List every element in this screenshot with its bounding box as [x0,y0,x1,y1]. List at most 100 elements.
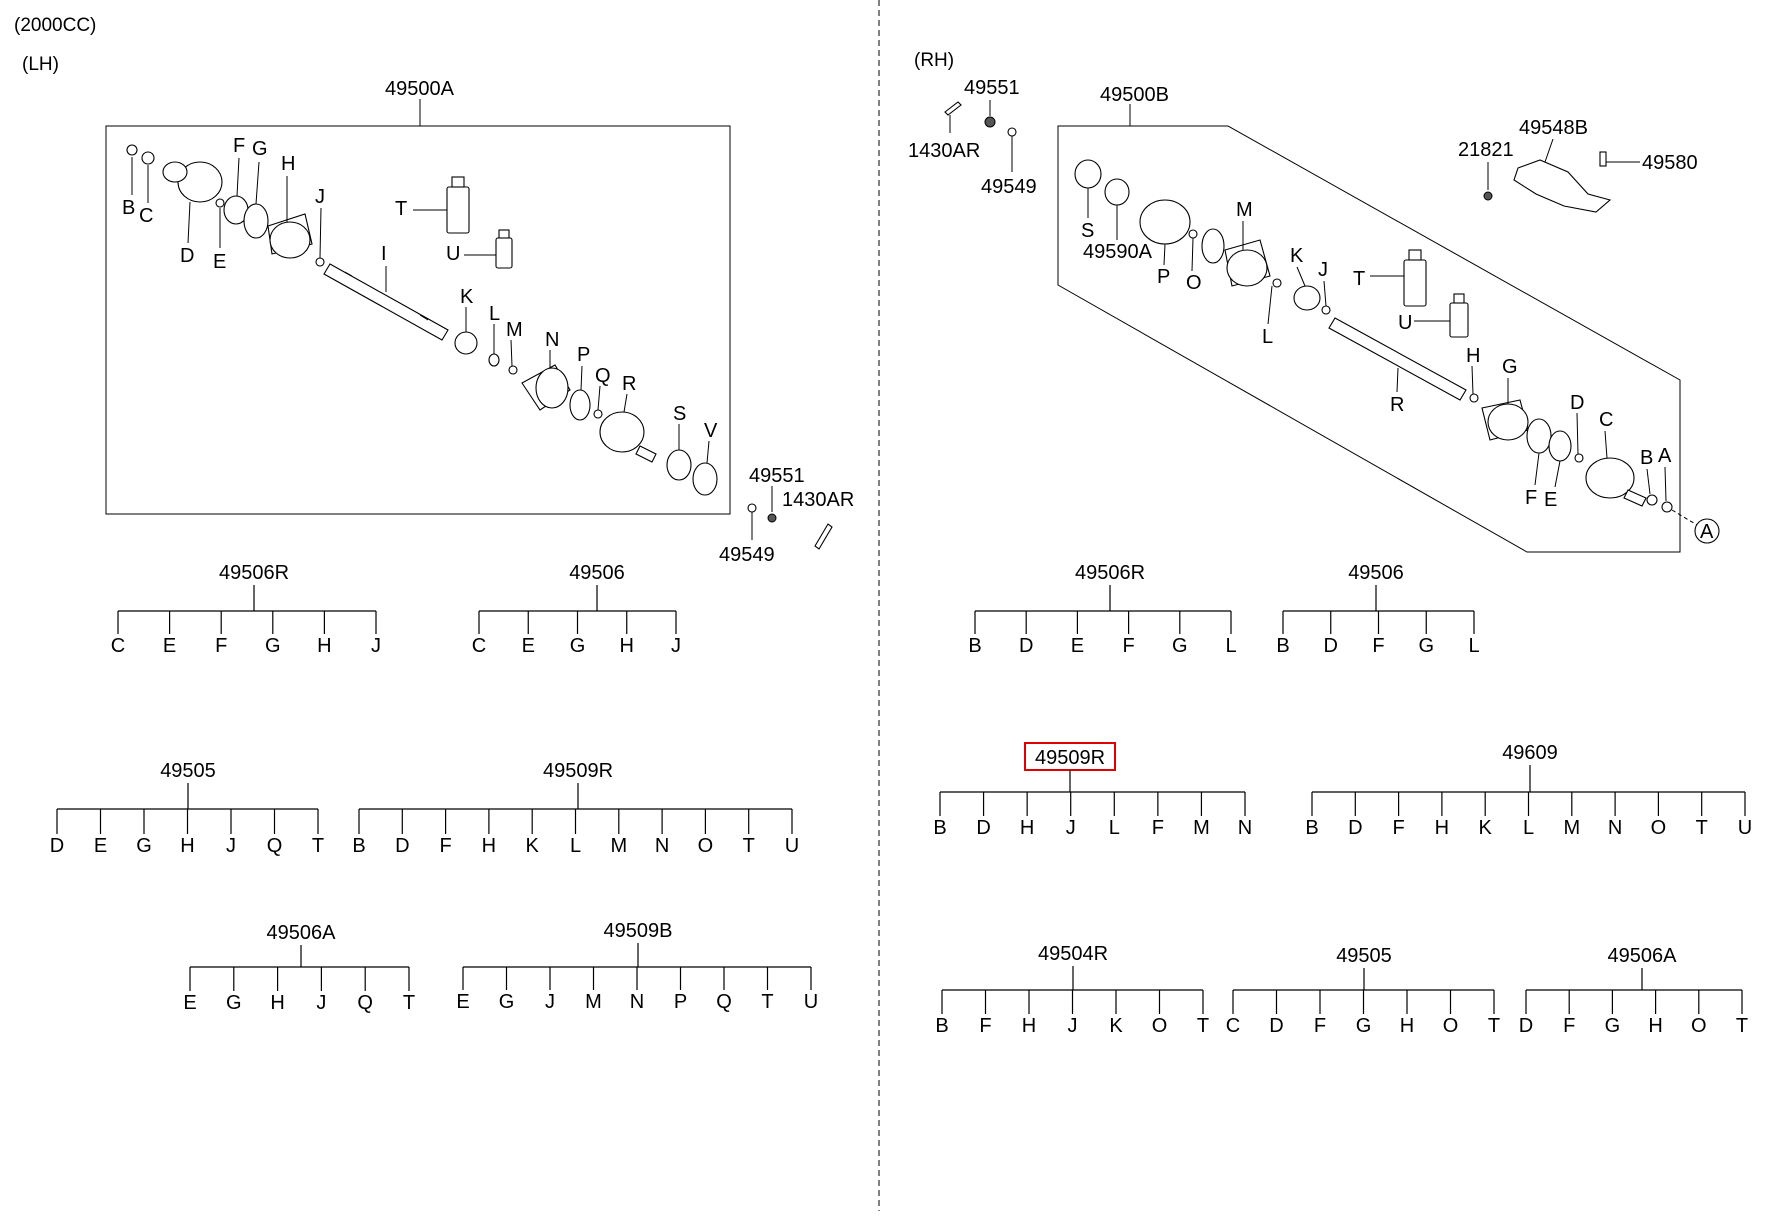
kit-item-label: L [1225,635,1236,657]
kit-item-label: E [163,635,176,657]
kit-item-label: D [1324,635,1338,657]
rh-leaders [1087,188,1667,502]
kit-code[interactable]: 49506R [1075,562,1145,584]
rh-part-label: K [1290,245,1304,267]
lh-part-label: R [622,373,636,395]
kit-code[interactable]: 49504R [1038,943,1108,965]
lh-part-label: L [489,303,500,325]
kit-item-label: B [933,817,946,839]
kit-code[interactable]: 49506R [219,562,289,584]
lh-part-label: S [673,403,686,425]
kit-item-label: L [570,835,581,857]
kit-item-label: J [1068,1015,1078,1037]
kit-code[interactable]: 49509R [543,760,613,782]
kit-item-label: N [655,835,669,857]
rh-assembly-frame [1057,125,1681,553]
kit-code[interactable]: 49506A [1608,945,1678,967]
rh-assembly: 49500B [908,77,1720,553]
kit-item-label: J [545,991,555,1013]
kit-code[interactable]: 49505 [1336,945,1392,967]
callout-a-label: A [1700,521,1714,543]
lh-part-label: P [577,344,590,366]
lh-drawings [126,144,833,550]
kit-code[interactable]: 49505 [160,760,216,782]
kit-item-label: F [1314,1015,1326,1037]
kit-item-label: B [968,635,981,657]
kit-code[interactable]: 49609 [1502,742,1558,764]
kit-item-label: E [456,991,469,1013]
kit-item-label: M [610,835,627,857]
kit-item-label: C [111,635,125,657]
kit-code[interactable]: 49506 [569,562,625,584]
kit-code[interactable]: 49509R [1035,747,1105,769]
kit-item-label: E [1071,635,1084,657]
kit-item-label: H [180,835,194,857]
kit-item-label: H [1648,1015,1662,1037]
rh-part-label: T [1353,268,1365,290]
lh-outside-label: 49549 [719,544,775,566]
rh-part-label: C [1599,409,1613,431]
kit-code[interactable]: 49506A [267,922,337,944]
kit-item-label: E [94,835,107,857]
kit-code[interactable]: 49509B [604,920,673,942]
kit-item-label: O [698,835,714,857]
lh-part-label: Q [595,365,611,387]
kit-item-label: H [317,635,331,657]
kit-item-label: D [1269,1015,1283,1037]
kit-item-label: U [785,835,799,857]
rh-outside-label: 49580 [1642,152,1698,174]
kit-item-label: H [482,835,496,857]
rh-outside-label: 21821 [1458,139,1514,161]
kit-item-label: F [439,835,451,857]
lh-part-label: U [446,243,460,265]
kit-item-label: L [1109,817,1120,839]
lh-part-label: C [139,205,153,227]
kit-item-label: G [499,991,515,1013]
kit-item-label: B [1305,817,1318,839]
kit-item-label: D [976,817,990,839]
rh-drawings [944,101,1720,544]
kit-item-label: H [1435,817,1449,839]
kit-item-label: D [1348,817,1362,839]
kit-item-label: T [1488,1015,1500,1037]
kit-item-label: G [1356,1015,1372,1037]
kit-item-label: C [1226,1015,1240,1037]
kit-item-label: L [1468,635,1479,657]
kit-item-label: F [1152,817,1164,839]
kit-item-label: T [403,992,415,1014]
kit-item-label: F [1392,817,1404,839]
kit-item-label: C [472,635,486,657]
kit-item-label: D [1519,1015,1533,1037]
kit-item-label: J [371,635,381,657]
lh-part-label: T [395,198,407,220]
rh-part-label: G [1502,356,1518,378]
kit-item-label: Q [267,835,283,857]
rh-part-label: J [1318,259,1328,281]
rh-part-label: B [1640,447,1653,469]
engine-label: (2000CC) [14,15,96,36]
kit-item-label: N [1608,817,1622,839]
lh-outside-labels: 49551 1430AR 49549 [719,465,854,566]
lh-part-label: N [545,329,559,351]
kit-item-label: F [979,1015,991,1037]
rh-part-label: H [1466,345,1480,367]
kit-item-label: H [1022,1015,1036,1037]
kit-item-label: M [1193,817,1210,839]
kit-item-label: H [1020,817,1034,839]
kit-item-label: G [1418,635,1434,657]
kit-item-label: K [526,835,540,857]
rh-part-labels: S 49590A P O M K J L T U R H G D C B A F… [1081,199,1672,511]
rh-part-label: 49590A [1083,241,1153,263]
kit-code[interactable]: 49506 [1348,562,1404,584]
kit-item-label: O [1691,1015,1707,1037]
rh-part-label: O [1186,272,1202,294]
